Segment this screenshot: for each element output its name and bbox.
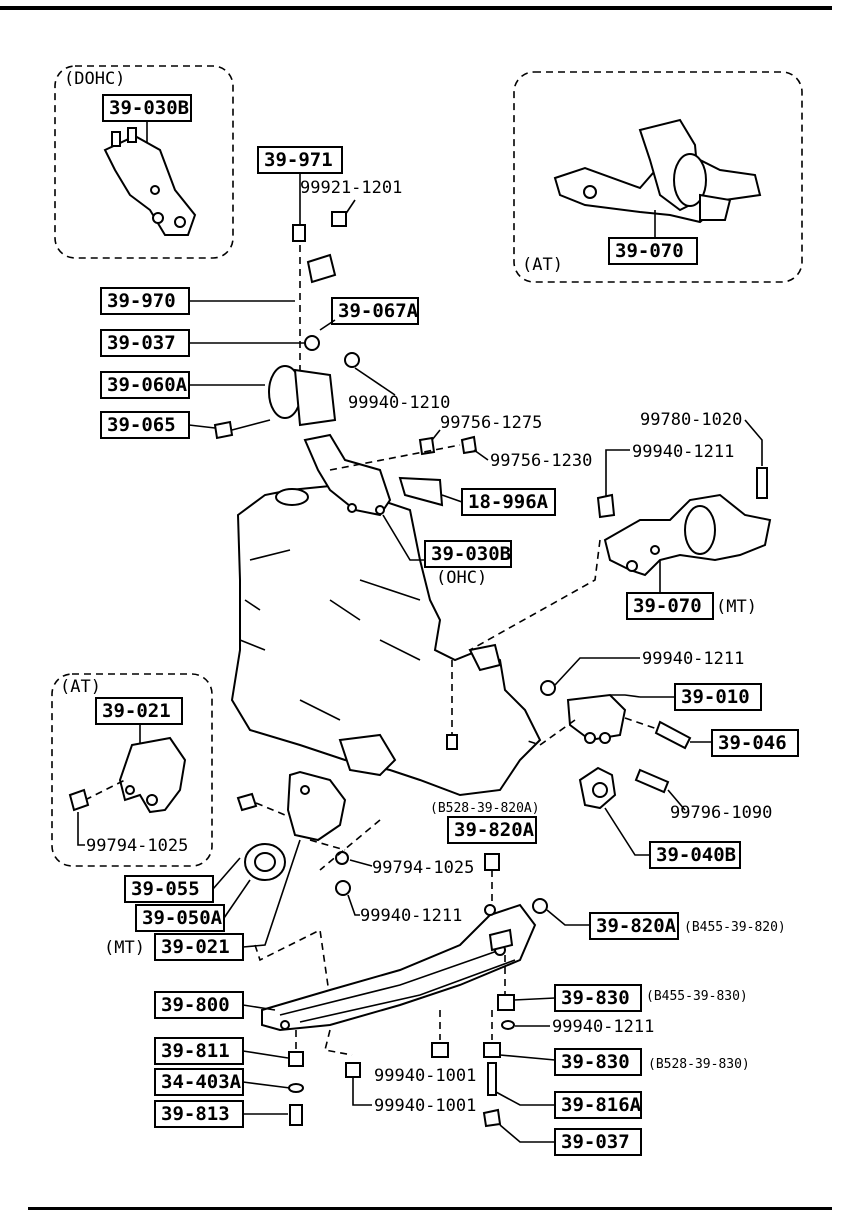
- label-39-971[interactable]: 39-971: [264, 149, 333, 171]
- label-39-050A[interactable]: 39-050A: [142, 907, 223, 929]
- note-b455-820: (B455-39-820): [684, 920, 786, 935]
- label-ohc: (OHC): [436, 568, 487, 588]
- label-99756-1275: 99756-1275: [440, 413, 542, 433]
- label-mt-2: (MT): [104, 938, 145, 958]
- label-18-996A[interactable]: 18-996A: [468, 491, 549, 513]
- note-b528-830: (B528-39-830): [648, 1057, 750, 1072]
- mount-39-070-mt: 39-070 (MT) 99940-1211 99780-1020: [469, 410, 772, 651]
- label-39-021[interactable]: 39-021: [161, 936, 230, 958]
- mount-39-010: [566, 693, 627, 742]
- label-99940-1001-a: 99940-1001: [374, 1066, 476, 1086]
- label-99940-1210: 99940-1210: [348, 393, 450, 413]
- label-99940-1211-b: 99940-1211: [642, 649, 744, 669]
- mount-39-021-group: 99794-1025 99940-1211 39-055 39-050A (MT…: [104, 770, 474, 1001]
- bracket-39-021-mt: [286, 770, 347, 842]
- label-39-813[interactable]: 39-813: [161, 1103, 230, 1125]
- inset-dohc: (DOHC) 39-030B: [54, 65, 234, 259]
- inset-at-top-caption: (AT): [522, 255, 563, 275]
- label-39-830-b[interactable]: 39-830: [561, 1051, 630, 1073]
- inset-at-left-bolt-label: 99794-1025: [86, 836, 188, 856]
- crossmember-body: [261, 903, 537, 1032]
- label-39-820A-top[interactable]: 39-820A: [454, 819, 535, 841]
- mount-39-010-group: 99940-1211 39-010 39-046 99796-1090 39-0…: [524, 649, 799, 869]
- label-39-070[interactable]: 39-070: [633, 595, 702, 617]
- label-99794-1025: 99794-1025: [372, 858, 474, 878]
- engine-block: [230, 483, 542, 797]
- bracket-at-left: [118, 736, 187, 814]
- label-39-046[interactable]: 39-046: [718, 732, 787, 754]
- label-39-030B[interactable]: 39-030B: [431, 543, 511, 565]
- note-b455-830: (B455-39-830): [646, 989, 748, 1004]
- label-39-067A[interactable]: 39-067A: [338, 300, 419, 322]
- label-39-820A-side[interactable]: 39-820A: [596, 915, 677, 937]
- label-99940-1211-a: 99940-1211: [632, 442, 734, 462]
- inset-at-top: (AT) 39-070: [513, 71, 803, 283]
- inset-dohc-part-label[interactable]: 39-030B: [109, 97, 189, 119]
- label-99756-1230: 99756-1230: [490, 451, 592, 471]
- label-39-010[interactable]: 39-010: [681, 686, 750, 708]
- label-99940-1211-d: 99940-1211: [552, 1017, 654, 1037]
- label-39-800[interactable]: 39-800: [161, 994, 230, 1016]
- label-34-403A[interactable]: 34-403A: [161, 1071, 242, 1093]
- label-39-811[interactable]: 39-811: [161, 1040, 230, 1062]
- label-39-037-a[interactable]: 39-037: [107, 332, 176, 354]
- label-39-816A[interactable]: 39-816A: [561, 1094, 642, 1116]
- label-mt-1: (MT): [716, 597, 757, 617]
- label-99940-1211-c: 99940-1211: [360, 906, 462, 926]
- label-99921-1201: 99921-1201: [300, 178, 402, 198]
- note-b528-820a: (B528-39-820A): [430, 801, 540, 816]
- inset-at-left-caption: (AT): [60, 677, 101, 697]
- top-border: [0, 6, 832, 10]
- label-99780-1020: 99780-1020: [640, 410, 742, 430]
- label-99940-1001-b: 99940-1001: [374, 1096, 476, 1116]
- crossmember-39-800: (B528-39-820A) 39-820A 39-820A (B455-39-…: [154, 801, 786, 1156]
- label-39-055[interactable]: 39-055: [131, 878, 200, 900]
- inset-at-left-part-label[interactable]: 39-021: [102, 700, 171, 722]
- label-39-037-b[interactable]: 39-037: [561, 1131, 630, 1153]
- inset-at-top-part-label[interactable]: 39-070: [615, 240, 684, 262]
- bracket-dohc: [103, 134, 197, 236]
- bottom-border: [28, 1207, 832, 1210]
- upper-mount-stack: 39-971 99921-1201 39-970 39-067A 39-037 …: [100, 146, 592, 588]
- label-99796-1090: 99796-1090: [670, 803, 772, 823]
- inset-dohc-caption: (DOHC): [64, 69, 125, 89]
- inset-at-left: (AT) 39-021 99794-1025: [51, 673, 213, 867]
- bracket-39-030B-ohc: [303, 433, 392, 517]
- label-39-970[interactable]: 39-970: [107, 290, 176, 312]
- label-39-065[interactable]: 39-065: [107, 414, 176, 436]
- label-39-060A[interactable]: 39-060A: [107, 374, 188, 396]
- label-39-040B[interactable]: 39-040B: [656, 844, 736, 866]
- label-39-830-a[interactable]: 39-830: [561, 987, 630, 1009]
